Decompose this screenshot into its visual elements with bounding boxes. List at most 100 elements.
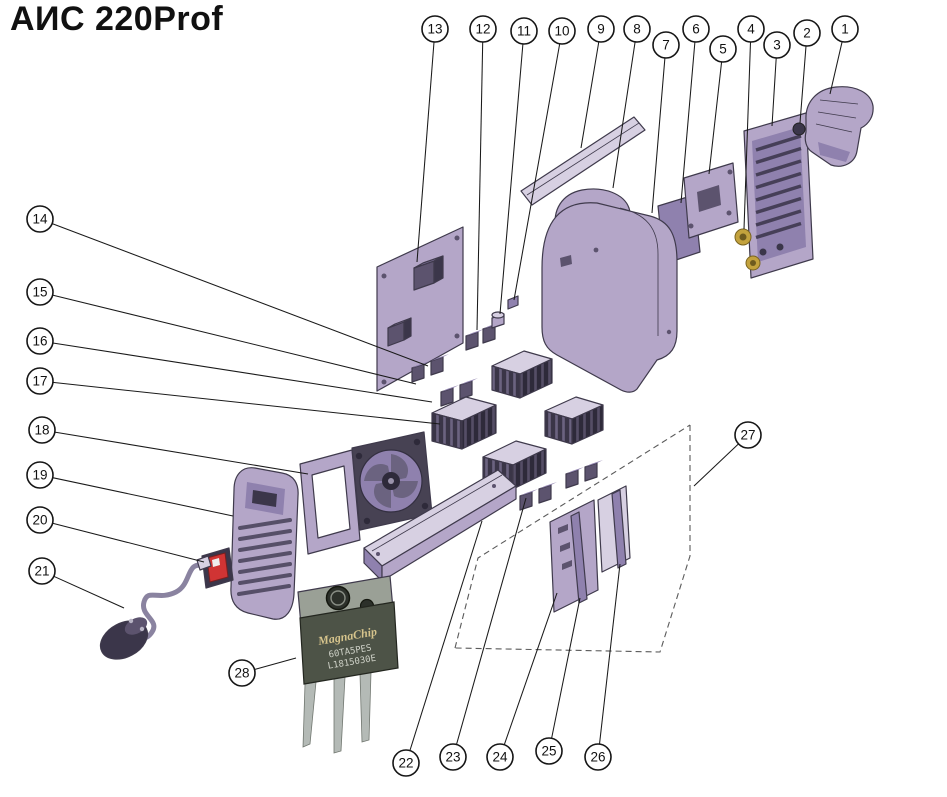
- comp11-top: [491, 311, 505, 319]
- part-igbt-transistor: MagnaChip 60TA5PES L1815030E: [297, 575, 399, 754]
- part-handle-bracket: [520, 116, 646, 206]
- assembly-boundary-dashed: [454, 424, 691, 653]
- fan-hub-dot: [388, 478, 394, 484]
- callout-circle-18: [28, 416, 56, 444]
- leader-line-16: [52, 342, 433, 403]
- leader-line-8: [612, 41, 636, 189]
- pcb-hole-1: [381, 273, 387, 279]
- pairD2-top: [585, 460, 603, 467]
- transformer-pair-b: [440, 378, 478, 407]
- callout-circle-13: [421, 15, 449, 43]
- leader-line-18: [54, 431, 309, 475]
- board-a-pad-3: [562, 560, 572, 570]
- callout-circle-23: [439, 743, 467, 771]
- component-pair-d: [565, 460, 603, 489]
- rear-panel-socket-1: [759, 248, 767, 256]
- part-base-plate: [363, 469, 517, 582]
- comp12a-front: [465, 331, 479, 351]
- callout-number-10: 10: [554, 24, 569, 39]
- fan-screw-1: [355, 452, 363, 460]
- part-small-component-10: [507, 295, 519, 310]
- dashed-edge-2: [454, 424, 691, 649]
- callout-number-26: 26: [590, 750, 605, 765]
- cover-slot: [560, 255, 572, 267]
- callout-circle-28: [228, 659, 256, 687]
- callout-circle-2: [793, 19, 821, 47]
- leader-line-27: [693, 443, 739, 487]
- part-knob: [792, 122, 806, 136]
- part-side-cover: [804, 86, 874, 167]
- callout-number-24: 24: [492, 750, 508, 765]
- comp10-body: [507, 295, 519, 310]
- callout-number-19: 19: [32, 468, 47, 483]
- igbt-body: [299, 601, 399, 685]
- heatsink-left: [431, 396, 497, 450]
- callout-circle-10: [548, 17, 576, 45]
- cord-plug-pin-2: [139, 626, 145, 632]
- leader-line-13: [416, 41, 435, 263]
- busbar-a: [570, 511, 588, 604]
- callout-circle-22: [392, 749, 420, 777]
- parts-layer: MagnaChip 60TA5PES L1815030E: [99, 86, 874, 754]
- busbar-b-body: [611, 489, 627, 569]
- callout-circle-17: [26, 367, 54, 395]
- leader-line-9: [580, 41, 600, 149]
- part-rear-panel: [743, 112, 814, 279]
- callout-circle-21: [28, 557, 56, 585]
- callout-circle-6: [682, 15, 710, 43]
- hs-r-side: [571, 404, 604, 445]
- base-screw-2: [492, 484, 496, 488]
- front-panel-grille: [237, 518, 292, 596]
- base-bend-line: [371, 474, 503, 552]
- fan-screw-2: [413, 438, 421, 446]
- cord-ferrule: [196, 555, 212, 571]
- callout-number-3: 3: [773, 38, 781, 53]
- base-side-flange: [381, 485, 517, 582]
- rear-panel-vents: [755, 134, 802, 240]
- leader-line-5: [708, 61, 723, 175]
- side-cover-inner: [818, 142, 850, 162]
- callout-number-23: 23: [445, 750, 460, 765]
- leader-line-14: [52, 223, 429, 367]
- part-fan: [351, 431, 433, 531]
- pairD2-front: [584, 462, 598, 482]
- callout-circle-9: [587, 15, 615, 43]
- comp12b-front: [482, 324, 496, 344]
- leader-line-4: [743, 41, 752, 230]
- callout-circle-12: [469, 15, 497, 43]
- pairA2-front: [430, 356, 444, 376]
- callout-number-8: 8: [633, 22, 641, 37]
- connector-1-bore: [739, 233, 747, 241]
- leader-line-24: [503, 592, 558, 745]
- part-control-pcb: [376, 226, 464, 392]
- small-panel-hole-3: [727, 169, 733, 175]
- cover-hole-1: [593, 247, 599, 253]
- callout-circle-27: [734, 421, 762, 449]
- callout-circle-15: [26, 278, 54, 306]
- callout-circle-25: [535, 737, 563, 765]
- dashed-edge-1: [454, 425, 691, 653]
- pairD1-front: [565, 469, 579, 489]
- pairB1-front: [440, 387, 454, 407]
- busbar-b: [611, 489, 627, 569]
- hs-l-side: [461, 404, 497, 450]
- callout-number-21: 21: [34, 564, 49, 579]
- callout-number-1: 1: [841, 22, 849, 37]
- pcb-hole-4: [381, 379, 387, 385]
- leader-line-17: [52, 381, 441, 425]
- part-fan-bracket: [299, 449, 361, 555]
- pairA1-top: [412, 361, 430, 368]
- callout-circle-24: [486, 743, 514, 771]
- igbt-hole-ring: [330, 590, 346, 606]
- pairB2-front: [459, 380, 473, 400]
- component-pair-c: [519, 482, 557, 511]
- pairD1-top: [566, 467, 584, 474]
- cover-crease: [619, 207, 659, 336]
- callout-circle-1: [831, 15, 859, 43]
- leader-line-28: [254, 657, 297, 671]
- leader-line-11: [499, 43, 524, 315]
- pcb-hole-2: [454, 235, 460, 241]
- callout-number-22: 22: [398, 756, 413, 771]
